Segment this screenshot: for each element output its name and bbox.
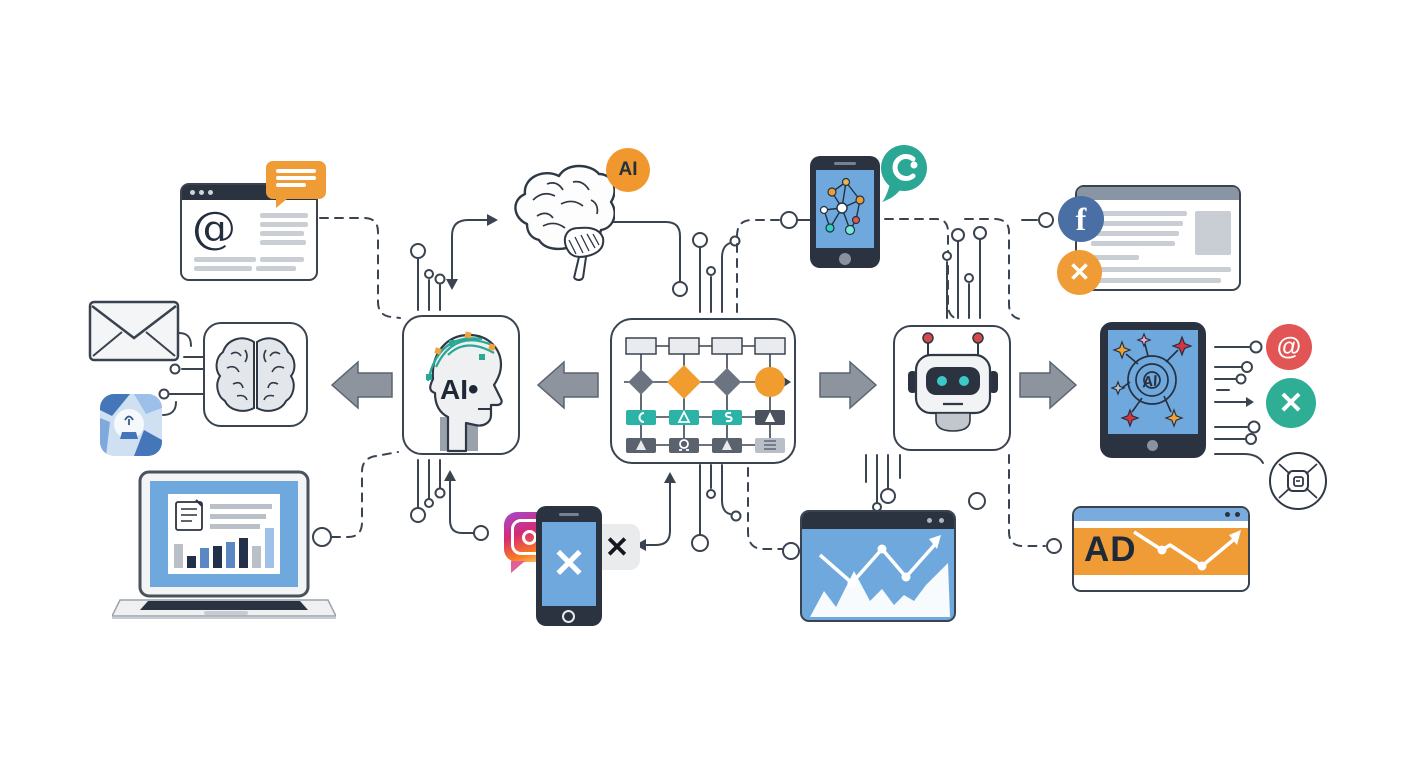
circuit-above-aihead <box>410 243 446 311</box>
circuit-above-flowchart <box>692 232 741 313</box>
ad-body: AD <box>1074 528 1248 575</box>
dashed-link-robot-ad <box>1008 454 1046 547</box>
link-brain-flowchart <box>612 221 681 283</box>
ad-label: AD <box>1084 530 1137 569</box>
phone-home-button <box>839 253 851 265</box>
chat-bubble-teal-icon <box>881 145 927 202</box>
dashed-link-laptop-aihead <box>331 451 399 538</box>
flow-arrow-right-1 <box>819 360 878 410</box>
social-browser-window <box>1075 185 1241 291</box>
laptop-analytics <box>112 470 336 619</box>
dashed-link-phone-robot-a <box>884 218 959 320</box>
target-lens-icon <box>1269 452 1327 510</box>
phone-home-button <box>562 610 575 623</box>
link-social-aihead <box>449 479 475 534</box>
tablet-ai-scribble: AI <box>1140 372 1159 391</box>
envelope-icon <box>88 300 180 362</box>
video-call-app-icon <box>100 394 162 456</box>
red-at-badge: @ <box>1266 324 1312 370</box>
analytics-window <box>800 510 956 622</box>
brain-top-box <box>203 322 308 427</box>
phone-x-label: ✕ <box>552 542 586 586</box>
analytics-chart-icon <box>810 535 950 617</box>
phone-screen <box>816 170 874 248</box>
phone-speaker <box>559 513 579 516</box>
ai-head-box: AI• <box>402 315 520 455</box>
browser-titlebar <box>1077 187 1239 200</box>
circuit-below-aihead <box>410 459 446 523</box>
bar-chart-icon <box>174 528 274 568</box>
chat-bubble-orange-icon <box>266 161 326 208</box>
dashed-link-phone-robot-b <box>964 218 1021 320</box>
phone-speaker <box>834 162 856 165</box>
tablet-ai-spiral-icon: AI <box>1110 332 1193 428</box>
circuit-tablet-right <box>1214 340 1264 464</box>
dashed-link-flowchart-phone <box>736 219 780 313</box>
dashed-link-browser-aihead <box>319 217 401 319</box>
orange-x-badge: ✕ <box>1057 250 1102 295</box>
at-symbol: @ <box>192 203 236 254</box>
circuit-envelope-brain <box>158 332 204 416</box>
circuit-below-flowchart <box>691 464 742 552</box>
flowchart-box <box>610 318 796 464</box>
link-flowchart-socialphone <box>639 481 671 546</box>
brain-side-icon <box>514 164 615 281</box>
flow-arrow-left-1 <box>330 360 393 410</box>
ai-head-icon <box>426 331 503 453</box>
phone-screen: ✕ <box>542 522 596 606</box>
robot-box <box>893 325 1011 451</box>
analytics-titlebar <box>802 512 954 529</box>
document-icon <box>175 499 203 531</box>
network-graph-icon <box>819 177 865 236</box>
tablet-device: AI <box>1100 322 1206 458</box>
ad-banner-window: AD <box>1072 506 1250 592</box>
ai-badge: AI <box>606 148 650 192</box>
dashed-link-flowchart-analytics <box>747 467 783 550</box>
ai-head-label: AI• <box>440 373 479 406</box>
network-phone <box>810 156 880 268</box>
robot-icon <box>908 332 998 432</box>
link-aihead-brain <box>451 219 489 284</box>
flow-arrow-right-2 <box>1019 360 1078 410</box>
x-phone: ✕ <box>536 506 602 626</box>
flowchart-icon <box>624 337 791 453</box>
tablet-home-button <box>1147 440 1158 451</box>
teal-x-badge: ✕ <box>1266 378 1316 428</box>
brain-top-icon <box>215 337 296 412</box>
facebook-badge: f <box>1058 196 1104 242</box>
email-browser-window: @ <box>180 183 318 281</box>
circuit-above-robot <box>942 226 987 319</box>
ad-trend-chart-icon <box>1133 530 1241 571</box>
flow-arrow-left-2 <box>536 360 599 410</box>
tablet-screen: AI <box>1108 330 1198 434</box>
ad-titlebar <box>1074 508 1248 521</box>
circuit-below-robot <box>865 454 901 512</box>
